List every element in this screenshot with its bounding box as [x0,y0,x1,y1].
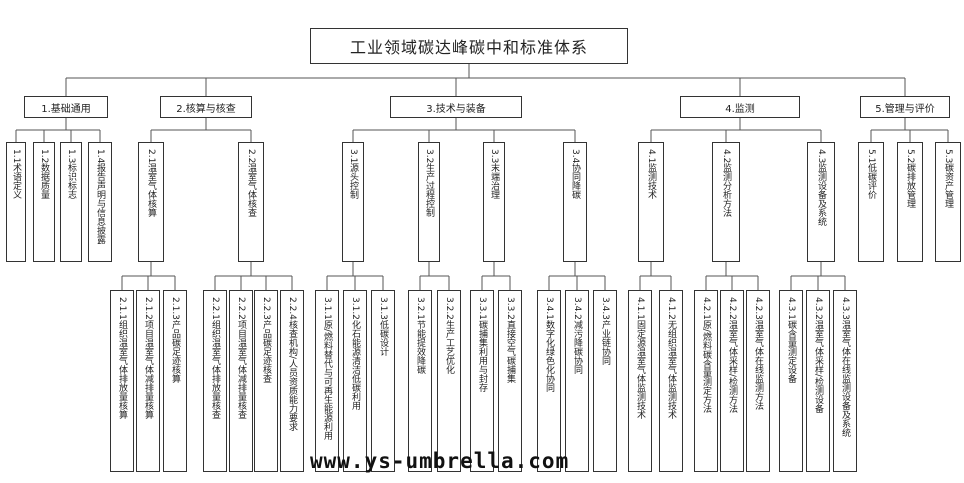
subcategory-box-1-4-label: 1.4报告声明与信息披露 [95,149,105,245]
subcategory-box-2-1-label: 2.1温室气体核算 [146,149,156,218]
subcategory-box-3-4-label: 3.4协同降碳 [570,149,580,200]
detail-box-2-2-1-label: 2.2.1组织温室气体排放量核查 [210,297,220,419]
detail-box-2-2-2: 2.2.2项目温室气体减排量核查 [229,290,253,472]
detail-box-4-2-2-label: 4.2.2温室气体采样/检测方法 [727,297,737,413]
detail-box-3-1-3-label: 3.1.3低碳设计 [378,297,388,356]
detail-box-2-1-1-label: 2.1.1组织温室气体排放量核算 [117,297,127,419]
subcategory-box-2-2: 2.2温室气体核查 [238,142,264,262]
detail-box-2-2-3-label: 2.2.3产品碳足迹核查 [261,297,271,383]
category-box-5: 5.管理与评价 [860,96,950,118]
subcategory-box-1-1: 1.1术语定义 [6,142,26,262]
subcategory-box-4-2-label: 4.2监测分析方法 [721,149,731,218]
detail-box-2-1-1: 2.1.1组织温室气体排放量核算 [110,290,134,472]
subcategory-box-5-1: 5.1低碳评价 [858,142,884,262]
subcategory-box-3-2: 3.2生产过程控制 [418,142,440,262]
detail-box-4-2-3-label: 4.2.3温室气体在线监测方法 [753,297,763,410]
detail-box-2-2-1: 2.2.1组织温室气体排放量核查 [203,290,227,472]
detail-box-2-1-3: 2.1.3产品碳足迹核算 [163,290,187,472]
detail-box-4-1-1-label: 4.1.1固定源温室气体监测技术 [635,297,645,419]
detail-box-3-4-2: 3.4.2减污降碳协同 [565,290,589,472]
detail-box-4-1-1: 4.1.1固定源温室气体监测技术 [628,290,652,472]
detail-box-4-3-1-label: 4.3.1碳含量测定设备 [786,297,796,383]
detail-box-3-4-1-label: 3.4.1数字化绿色化协同 [544,297,554,392]
subcategory-box-5-3-label: 5.3碳资产管理 [943,149,953,209]
subcategory-box-4-1-label: 4.1监测技术 [646,149,656,200]
detail-box-4-2-1: 4.2.1原/燃料碳含量测定方法 [694,290,718,472]
detail-box-3-3-2-label: 3.3.2直接空气碳捕集 [505,297,515,383]
detail-box-4-1-2: 4.1.2无组织温室气体监测技术 [659,290,683,472]
detail-box-4-2-2: 4.2.2温室气体采样/检测方法 [720,290,744,472]
detail-box-3-4-3: 3.4.3产业链协同 [593,290,617,472]
detail-box-2-1-2: 2.1.2项目温室气体减排量核算 [136,290,160,472]
subcategory-box-5-3: 5.3碳资产管理 [935,142,961,262]
detail-box-3-4-3-label: 3.4.3产业链协同 [600,297,610,365]
detail-box-2-2-2-label: 2.2.2项目温室气体减排量核查 [236,297,246,419]
subcategory-box-3-3: 3.3末端治理 [483,142,505,262]
detail-box-4-3-2: 4.3.2温室气体采样/检测设备 [806,290,830,472]
detail-box-3-2-1-label: 3.2.1节能提效降碳 [415,297,425,374]
subcategory-box-4-2: 4.2监测分析方法 [712,142,740,262]
subcategory-box-5-1-label: 5.1低碳评价 [866,149,876,200]
detail-box-3-1-3: 3.1.3低碳设计 [371,290,395,472]
subcategory-box-5-2: 5.2碳排放管理 [897,142,923,262]
subcategory-box-4-3-label: 4.3监测设备及系统 [816,149,826,227]
subcategory-box-3-3-label: 3.3末端治理 [489,149,499,200]
detail-box-3-1-2: 3.1.2化石能源清洁低碳利用 [343,290,367,472]
detail-box-4-1-2-label: 4.1.2无组织温室气体监测技术 [666,297,676,419]
detail-box-3-3-1-label: 3.3.1碳捕集利用与封存 [477,297,487,392]
category-box-3: 3.技术与装备 [390,96,522,118]
detail-box-3-1-1: 3.1.1原/燃料替代与可再生能源利用 [315,290,339,472]
subcategory-box-3-4: 3.4协同降碳 [563,142,587,262]
subcategory-box-1-4: 1.4报告声明与信息披露 [88,142,112,262]
detail-box-4-2-3: 4.2.3温室气体在线监测方法 [746,290,770,472]
subcategory-box-3-2-label: 3.2生产过程控制 [424,149,434,218]
subcategory-box-2-2-label: 2.2温室气体核查 [246,149,256,218]
detail-box-3-4-1: 3.4.1数字化绿色化协同 [537,290,561,472]
detail-box-4-3-2-label: 4.3.2温室气体采样/检测设备 [813,297,823,413]
detail-box-2-2-4-label: 2.2.4核查机构/人员资质能力要求 [287,297,297,431]
detail-box-2-2-3: 2.2.3产品碳足迹核查 [254,290,278,472]
subcategory-box-3-1: 3.1源头控制 [342,142,364,262]
subcategory-box-4-1: 4.1监测技术 [638,142,664,262]
category-box-4: 4.监测 [680,96,800,118]
subcategory-box-1-2: 1.2数据质量 [33,142,55,262]
diagram-title: 工业领域碳达峰碳中和标准体系 [310,28,628,64]
subcategory-box-1-3-label: 1.3标识标志 [66,149,76,200]
subcategory-box-1-1-label: 1.1术语定义 [11,149,21,200]
detail-box-3-4-2-label: 3.4.2减污降碳协同 [572,297,582,374]
subcategory-box-2-1: 2.1温室气体核算 [138,142,164,262]
detail-box-2-2-4: 2.2.4核查机构/人员资质能力要求 [280,290,304,472]
detail-box-3-1-1-label: 3.1.1原/燃料替代与可再生能源利用 [322,297,332,440]
category-box-1: 1.基础通用 [24,96,108,118]
detail-box-4-3-3-label: 4.3.3温室气体在线监测设备及系统 [840,297,850,437]
watermark: www.ys-umbrella.com [310,449,570,473]
detail-box-2-1-3-label: 2.1.3产品碳足迹核算 [170,297,180,383]
detail-box-2-1-2-label: 2.1.2项目温室气体减排量核算 [143,297,153,419]
detail-box-4-3-1: 4.3.1碳含量测定设备 [779,290,803,472]
subcategory-box-1-3: 1.3标识标志 [60,142,82,262]
detail-box-3-2-2: 3.2.2生产工艺优化 [437,290,461,472]
detail-box-3-2-1: 3.2.1节能提效降碳 [408,290,432,472]
subcategory-box-4-3: 4.3监测设备及系统 [807,142,835,262]
detail-box-4-3-3: 4.3.3温室气体在线监测设备及系统 [833,290,857,472]
subcategory-box-3-1-label: 3.1源头控制 [348,149,358,200]
detail-box-3-1-2-label: 3.1.2化石能源清洁低碳利用 [350,297,360,410]
category-box-2: 2.核算与核查 [160,96,252,118]
detail-box-3-3-2: 3.3.2直接空气碳捕集 [498,290,522,472]
detail-box-4-2-1-label: 4.2.1原/燃料碳含量测定方法 [701,297,711,413]
subcategory-box-5-2-label: 5.2碳排放管理 [905,149,915,209]
detail-box-3-3-1: 3.3.1碳捕集利用与封存 [470,290,494,472]
subcategory-box-1-2-label: 1.2数据质量 [39,149,49,200]
detail-box-3-2-2-label: 3.2.2生产工艺优化 [444,297,454,374]
